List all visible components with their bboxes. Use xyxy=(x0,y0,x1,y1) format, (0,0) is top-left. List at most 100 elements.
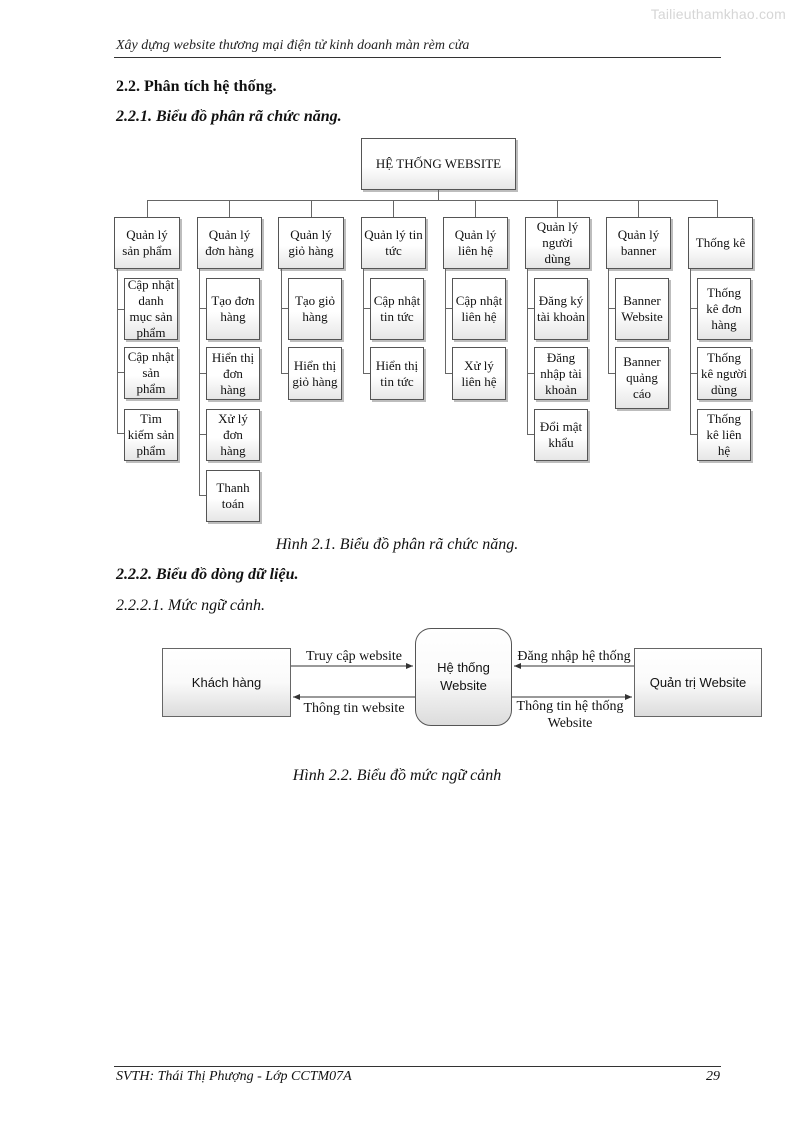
connector xyxy=(690,308,697,309)
child-node: Thống kê liên hệ xyxy=(697,409,751,461)
child-node: Hiển thị giỏ hàng xyxy=(288,347,342,400)
watermark: Tailieuthamkhao.com xyxy=(650,6,786,22)
connector xyxy=(363,308,370,309)
process-system: Hệ thống Website xyxy=(415,628,512,726)
child-node: Cập nhật danh mục sản phẩm xyxy=(124,277,178,340)
connector xyxy=(199,495,206,496)
child-node: Thanh toán xyxy=(206,470,260,522)
page-number: 29 xyxy=(706,1069,720,1084)
connector xyxy=(608,269,609,373)
child-node: Banner Website xyxy=(615,278,669,340)
group-label: Quản lý đơn hàng xyxy=(205,227,254,258)
child-label: Xử lý liên hệ xyxy=(461,357,497,389)
running-header: Xây dựng website thương mại điện tử kinh… xyxy=(116,38,470,53)
child-node: Tìm kiếm sản phẩm xyxy=(124,409,178,461)
group-label: Quản lý banner xyxy=(617,227,660,258)
connector xyxy=(117,433,124,434)
child-label: Cập nhật tin tức xyxy=(373,293,421,324)
subsubsection-heading: 2.2.2.1. Mức ngữ cảnh. xyxy=(116,597,265,614)
group-label: Quản lý giỏ hàng xyxy=(288,227,334,258)
connector xyxy=(281,269,282,373)
child-label: Đổi mật khẩu xyxy=(539,419,583,450)
child-label: Banner quảng cáo xyxy=(623,354,661,401)
group-label: Quản lý tin tức xyxy=(364,227,423,258)
child-label: Thống kê người dùng xyxy=(700,349,748,397)
connector xyxy=(199,269,200,495)
child-label: Banner Website xyxy=(621,293,663,324)
child-node: Xử lý đơn hàng xyxy=(206,409,260,461)
group-node-news: Quản lý tin tức xyxy=(361,217,426,269)
footer-author: SVTH: Thái Thị Phượng - Lớp CCTM07A xyxy=(116,1069,352,1084)
subsection-heading-1: 2.2.1. Biểu đồ phân rã chức năng. xyxy=(116,108,342,125)
process-label: Hệ thống Website xyxy=(437,660,490,693)
footer-rule xyxy=(114,1066,721,1067)
group-node-users: Quản lý người dùng xyxy=(525,217,590,269)
connector xyxy=(445,308,452,309)
root-node-label: HỆ THỐNG WEBSITE xyxy=(375,156,502,171)
child-node: Thống kê người dùng xyxy=(697,347,751,400)
child-node: Đăng nhập tài khoản xyxy=(534,347,588,400)
group-label: Quản lý liên hệ xyxy=(454,227,497,258)
child-label: Đăng nhập tài khoản xyxy=(540,349,582,397)
child-label: Xử lý đơn hàng xyxy=(218,411,248,458)
child-label: Thanh toán xyxy=(216,480,250,511)
connector xyxy=(117,372,124,373)
connector xyxy=(363,373,370,374)
child-node: Thống kê đơn hàng xyxy=(697,278,751,340)
connector xyxy=(117,309,124,310)
connector xyxy=(445,269,446,373)
group-node-contact: Quản lý liên hệ xyxy=(443,217,508,269)
connector xyxy=(527,434,534,435)
child-label: Tạo giỏ hàng xyxy=(294,293,336,324)
connector xyxy=(199,373,206,374)
connector xyxy=(557,200,558,217)
child-node: Tạo đơn hàng xyxy=(206,278,260,340)
child-node: Cập nhật liên hệ xyxy=(452,278,506,340)
connector xyxy=(199,434,206,435)
connector xyxy=(311,200,312,217)
group-node-cart: Quản lý giỏ hàng xyxy=(278,217,344,269)
group-node-products: Quản lý sản phẩm xyxy=(114,217,180,269)
entity-label: Khách hàng xyxy=(191,675,262,690)
group-label: Thống kê xyxy=(695,235,746,250)
child-node: Xử lý liên hệ xyxy=(452,347,506,400)
connector xyxy=(608,308,615,309)
child-node: Cập nhật tin tức xyxy=(370,278,424,340)
connector xyxy=(690,269,691,434)
connector xyxy=(393,200,394,217)
subsection-heading-2: 2.2.2. Biểu đồ dòng dữ liệu. xyxy=(116,566,299,583)
flow-label-login: Đăng nhập hệ thống xyxy=(517,649,631,664)
section-heading: 2.2. Phân tích hệ thống. xyxy=(116,78,277,95)
connector xyxy=(690,434,697,435)
child-label: Thống kê đơn hàng xyxy=(706,285,742,332)
connector xyxy=(438,190,439,200)
child-label: Hiển thị đơn hàng xyxy=(211,349,255,397)
flow-label-info: Thông tin website xyxy=(303,701,405,716)
child-label: Hiển thị tin tức xyxy=(375,357,419,389)
connector xyxy=(147,200,717,201)
child-label: Tìm kiếm sản phẩm xyxy=(127,411,175,458)
child-node: Hiển thị tin tức xyxy=(370,347,424,400)
child-label: Cập nhật sản phẩm xyxy=(127,349,175,396)
child-node: Đổi mật khẩu xyxy=(534,409,588,461)
connector xyxy=(608,373,615,374)
child-label: Đăng ký tài khoản xyxy=(537,293,586,324)
connector xyxy=(475,200,476,217)
connector xyxy=(638,200,639,217)
connector xyxy=(147,200,148,217)
child-label: Cập nhật danh mục sản phẩm xyxy=(127,277,175,340)
group-node-banner: Quản lý banner xyxy=(606,217,671,269)
child-node: Đăng ký tài khoản xyxy=(534,278,588,340)
connector xyxy=(117,269,118,433)
flow-label-system-info: Thông tin hệ thống Website xyxy=(516,699,624,731)
connector xyxy=(527,373,534,374)
group-label: Quản lý người dùng xyxy=(536,219,579,266)
connector xyxy=(527,269,528,434)
header-rule xyxy=(114,57,721,58)
child-node: Tạo giỏ hàng xyxy=(288,278,342,340)
connector xyxy=(281,373,288,374)
connector xyxy=(363,269,364,373)
figure-caption-1: Hình 2.1. Biểu đồ phân rã chức năng. xyxy=(275,536,519,553)
root-node: HỆ THỐNG WEBSITE xyxy=(361,138,516,190)
